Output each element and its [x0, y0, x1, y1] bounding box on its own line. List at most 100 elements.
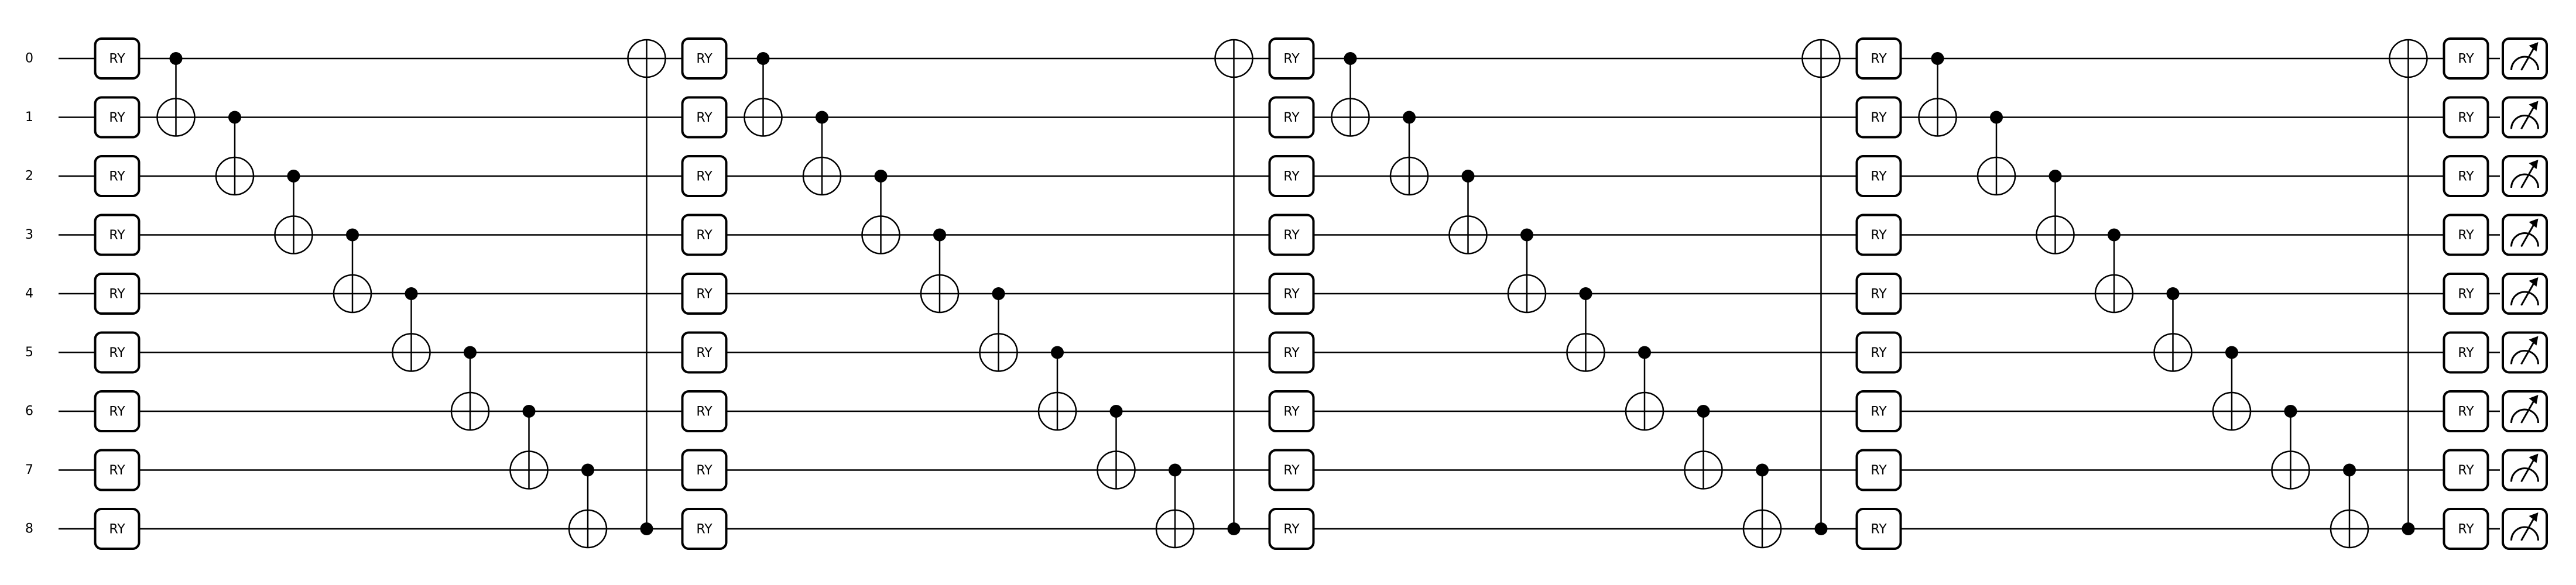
meter-arrowhead-icon	[2529, 336, 2539, 346]
meter-arc-icon	[2510, 173, 2539, 188]
meter-arrowhead-icon	[2529, 42, 2539, 51]
cnot-control-dot	[1344, 52, 1357, 65]
cnot-control-dot	[228, 111, 241, 124]
ry-gate-L1-q0: RY	[94, 37, 141, 80]
ry-gate-L2-q4: RY	[681, 273, 728, 315]
cnot-L3-q8-q0	[1801, 39, 1841, 535]
ry-gate-L5-q2: RY	[2443, 155, 2489, 197]
gate-label: RY	[2458, 52, 2474, 67]
ry-gate-L1-q4: RY	[94, 273, 141, 315]
ry-gate-L2-q6: RY	[681, 390, 728, 432]
gate-label: RY	[696, 52, 712, 67]
gate-label: RY	[1283, 346, 1300, 360]
gate-label: RY	[696, 522, 712, 537]
measure-gate-q0	[2502, 37, 2548, 80]
gate-label: RY	[2458, 346, 2474, 360]
gate-label: RY	[1871, 111, 1887, 125]
ry-gate-L1-q3: RY	[94, 214, 141, 256]
cnot-control-dot	[1403, 111, 1416, 124]
ry-gate-L4-q5: RY	[1855, 331, 1902, 374]
gate-label: RY	[696, 287, 712, 302]
cnot-L1-q7-q8	[568, 463, 608, 549]
cnot-L2-q4-q5	[979, 287, 1018, 372]
gate-label: RY	[696, 111, 712, 125]
gate-label: RY	[1871, 170, 1887, 184]
ry-gate-L1-q8: RY	[94, 508, 141, 550]
cnot-L3-q5-q6	[1625, 346, 1664, 431]
ry-gate-L5-q1: RY	[2443, 96, 2489, 139]
ry-gate-L3-q2: RY	[1268, 155, 1315, 197]
ry-gate-L2-q2: RY	[681, 155, 728, 197]
meter-arc-icon	[2510, 350, 2539, 364]
cnot-L1-q4-q5	[392, 287, 431, 372]
gate-label: RY	[1871, 463, 1887, 478]
ry-gate-L1-q7: RY	[94, 449, 141, 491]
gate-label: RY	[1283, 522, 1300, 537]
cnot-L1-q8-q0	[627, 39, 666, 535]
gate-label: RY	[696, 346, 712, 360]
cnot-L2-q7-q8	[1155, 463, 1195, 549]
gate-label: RY	[1283, 111, 1300, 125]
meter-arc-icon	[2510, 56, 2539, 71]
gate-label: RY	[109, 287, 125, 302]
ry-gate-L1-q5: RY	[94, 331, 141, 374]
qubit-label-1: 1	[25, 110, 33, 125]
gate-label: RY	[2458, 463, 2474, 478]
cnot-control-dot	[2343, 463, 2356, 477]
gate-label: RY	[2458, 405, 2474, 419]
cnot-L1-q1-q2	[215, 111, 255, 196]
cnot-L2-q3-q4	[920, 228, 960, 314]
ry-gate-L3-q7: RY	[1268, 449, 1315, 491]
ry-gate-L1-q2: RY	[94, 155, 141, 197]
measure-gate-q2	[2502, 155, 2548, 197]
measure-gate-q4	[2502, 273, 2548, 315]
measure-gate-q5	[2502, 331, 2548, 374]
meter-arc-icon	[2510, 115, 2539, 129]
meter-arc-icon	[2510, 232, 2539, 247]
gate-label: RY	[2458, 170, 2474, 184]
cnot-control-dot	[640, 522, 653, 535]
meter-arrowhead-icon	[2529, 512, 2539, 522]
cnot-control-dot	[1990, 111, 2003, 124]
gate-label: RY	[2458, 522, 2474, 537]
qubit-label-4: 4	[25, 287, 33, 301]
cnot-control-dot	[346, 228, 359, 242]
meter-arrowhead-icon	[2529, 453, 2539, 463]
cnot-control-dot	[1109, 405, 1123, 418]
cnot-control-dot	[522, 405, 536, 418]
cnot-L2-q6-q7	[1097, 405, 1136, 490]
cnot-L3-q1-q2	[1389, 111, 1429, 196]
cnot-control-dot	[2402, 522, 2415, 535]
gate-label: RY	[1871, 522, 1887, 537]
ry-gate-L3-q1: RY	[1268, 96, 1315, 139]
ry-gate-L4-q7: RY	[1855, 449, 1902, 491]
ry-gate-L4-q4: RY	[1855, 273, 1902, 315]
ry-gate-L1-q1: RY	[94, 96, 141, 139]
ry-gate-L3-q0: RY	[1268, 37, 1315, 80]
gate-label: RY	[2458, 287, 2474, 302]
gate-label: RY	[696, 170, 712, 184]
qubit-label-6: 6	[25, 404, 33, 419]
gate-label: RY	[1871, 346, 1887, 360]
gate-label: RY	[696, 228, 712, 243]
ry-gate-L3-q6: RY	[1268, 390, 1315, 432]
cnot-control-dot	[933, 228, 946, 242]
cnot-L3-q0-q1	[1331, 52, 1370, 137]
gate-label: RY	[2458, 111, 2474, 125]
cnot-L1-q2-q3	[274, 170, 313, 254]
meter-arrowhead-icon	[2529, 395, 2539, 404]
ry-gate-L4-q8: RY	[1855, 508, 1902, 550]
meter-arrowhead-icon	[2529, 101, 2539, 111]
gate-label: RY	[1871, 52, 1887, 67]
gate-label: RY	[1283, 405, 1300, 419]
cnot-control-dot	[2225, 346, 2238, 359]
gate-label: RY	[1871, 228, 1887, 243]
ry-gate-L5-q4: RY	[2443, 273, 2489, 315]
gate-label: RY	[1871, 405, 1887, 419]
gate-label: RY	[109, 346, 125, 360]
meter-arc-icon	[2510, 291, 2539, 306]
cnot-L3-q2-q3	[1448, 170, 1488, 254]
gate-label: RY	[696, 463, 712, 478]
cnot-L4-q8-q0	[2389, 39, 2428, 535]
